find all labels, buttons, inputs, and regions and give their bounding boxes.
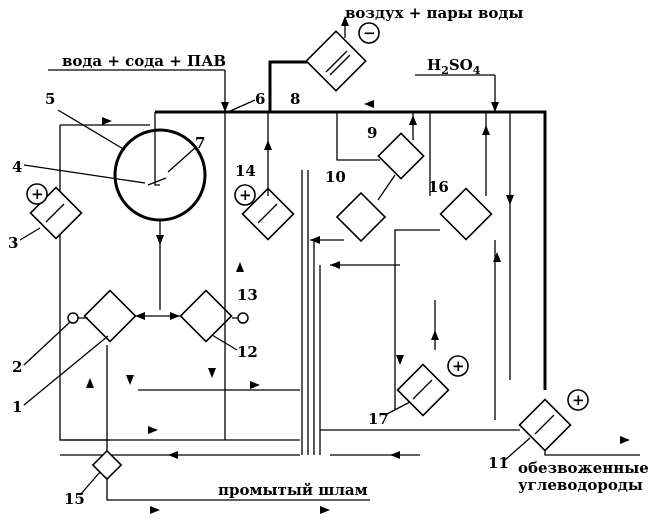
leader-11 [505,438,530,460]
leader-5 [58,110,125,150]
plus-symbol-11: + [572,391,585,409]
arrow-v3 [208,368,216,378]
unit-label-9: 9 [367,124,377,142]
unit-label-13: 13 [237,286,258,304]
leader-1 [24,336,108,405]
leader-17 [385,402,410,415]
unit-label-8: 8 [290,90,300,108]
product-outlet-arrow [620,436,630,444]
unit-label-4: 4 [12,158,22,176]
unit-16-return-arrow [330,261,340,269]
plus-symbol-17: + [452,357,465,375]
unit-9-up-arrow [409,115,417,125]
unit-13-pump [238,313,248,323]
unit-17-down-arrow [396,355,404,365]
unit-5-tank [115,130,205,220]
unit-17-heater [398,365,449,416]
unit-10-exchanger [337,193,385,241]
heater-14-arrow [264,140,272,150]
plus-symbol-3: + [31,185,44,203]
arrow-v4 [236,262,244,272]
unit-17-up-arrow [431,330,439,340]
bottom-arrow-2 [390,451,400,459]
vertical-pipe-bundle [302,170,320,455]
unit-label-17: 17 [368,410,389,428]
header-flow-arrow [364,100,374,108]
left-loop-arrow [102,117,112,125]
unit-2-pump [68,313,78,323]
leader-15 [80,472,100,495]
unit-label-1: 1 [12,398,22,416]
unit-label-7: 7 [195,134,205,152]
leader-6 [228,100,255,112]
leader-3 [20,228,40,240]
dehydrated-label-1: обезвоженные [518,459,649,477]
unit-9-exchanger [378,133,423,178]
dehydrated-label-2: углеводороды [518,476,643,494]
arrow-v1 [86,378,94,388]
product-outlet-line [545,450,640,455]
bottom-arrow-3 [148,426,158,434]
unit-10-out-arrow [310,236,320,244]
bottom-return-lines [60,440,420,455]
unit-label-16: 16 [428,178,449,196]
interconnect-arrow-right [170,312,180,320]
unit-label-10: 10 [325,168,346,186]
unit-16-piping [430,112,510,380]
reagents-label: вода + сода + ПАВ [62,52,226,70]
unit-16-down-arrow [506,195,514,205]
unit-label-12: 12 [237,343,258,361]
unit-16-exchanger [441,189,492,240]
interconnect-arrow-left [135,312,145,320]
sludge-arrow-1 [150,506,160,514]
unit-label-5: 5 [45,90,55,108]
leader-2 [24,322,70,365]
unit-11-heater [520,400,571,451]
unit-label-2: 2 [12,358,22,376]
unit-16-up-arrow [482,125,490,135]
washed-sludge-label: промытый шлам [218,481,368,499]
unit-8-condenser [306,31,365,90]
sludge-arrow-2 [320,506,330,514]
unit-16-drain-arrow [493,252,501,262]
unit-12-separator [181,291,232,342]
mid-arrow [250,381,260,389]
arrow-v2 [126,375,134,385]
plus-symbol-14: + [239,186,252,204]
unit-label-14: 14 [235,162,256,180]
unit-label-6: 6 [255,90,265,108]
tank-outlet-arrow [156,235,164,245]
unit-label-11: 11 [488,454,509,472]
minus-symbol: − [363,24,376,42]
bottom-arrow-1 [168,451,178,459]
svg-text:H2SO4: H2SO4 [427,56,481,77]
acid-label: H2SO4 [427,56,481,77]
air-vapor-label: воздух + пары воды [345,4,523,22]
unit-label-3: 3 [8,234,18,252]
unit-1-separator [85,291,136,342]
